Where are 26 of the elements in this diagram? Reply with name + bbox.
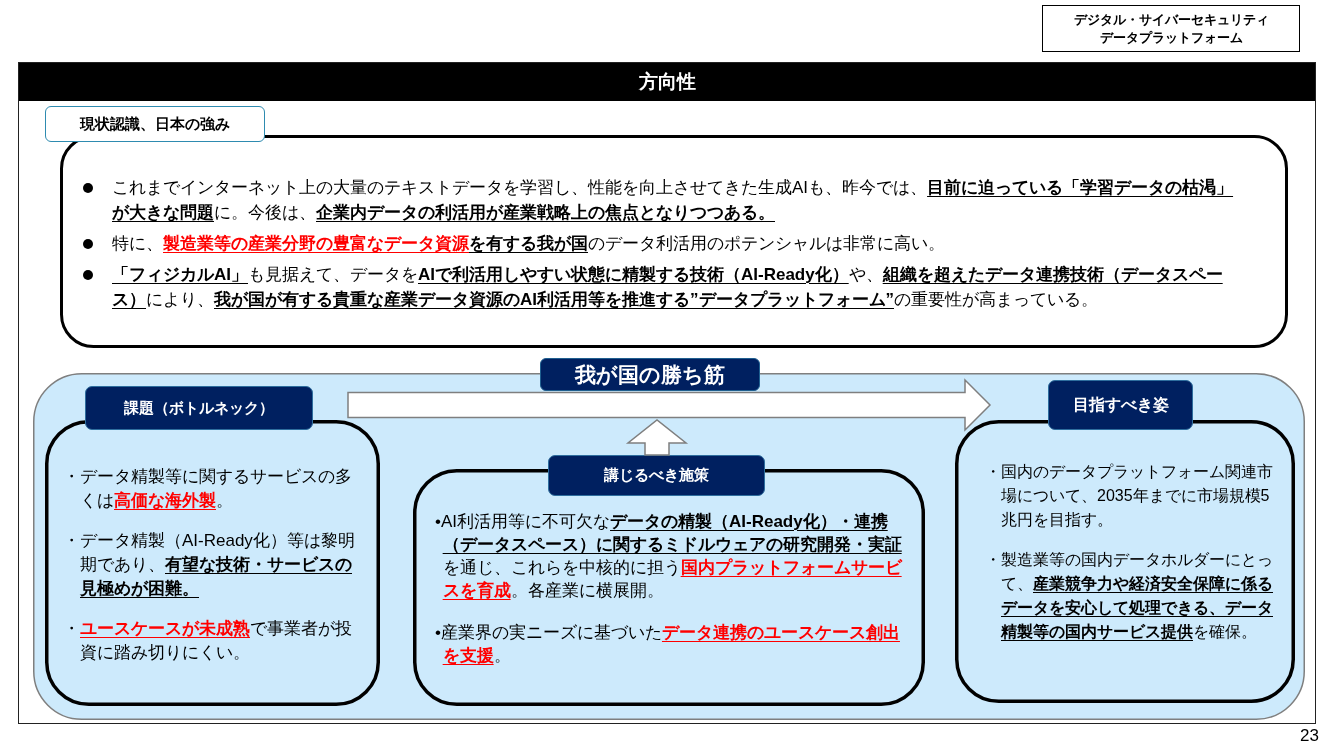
bullet-text: ・国内のデータプラットフォーム関連市場について、2035年までに市場規模5兆円を目指す。 bbox=[985, 462, 1274, 530]
block-arrow bbox=[347, 378, 992, 432]
tab-heading: 目指すべき姿 bbox=[1048, 380, 1193, 430]
header-tag: デジタル・サイバーセキュリティデータプラットフォーム bbox=[1042, 5, 1300, 52]
tab-heading: 我が国の勝ち筋 bbox=[540, 358, 760, 391]
tab-heading: 講じるべき施策 bbox=[548, 455, 765, 496]
bullet-text: ・ユースケースが未成熟で事業者が投資に踏み切りにくい。 bbox=[63, 618, 353, 664]
bullet-text: •AI利活用等に不可欠なデータの精製（AI-Ready化）・連携（データスペース）に関するミドルウェアの研究開発・実証を通じ、これらを中核的に担う国内プラットフォームサービスを育成。各産業に横展開。 bbox=[435, 511, 903, 602]
bullet-text: 「フィジカルAI」も見据えて、データをAIで利活用しやすい状態に精製する技術（AI-Ready化）や、組織を超えたデータ連携技術（データスペース）により、我が国が有する貴重な産業データ資源のAI利活用等を推進する”データプラットフォーム”の重要性が高まっている。 bbox=[112, 264, 1224, 311]
block-arrow bbox=[625, 419, 689, 456]
panel-header: 方向性 bbox=[19, 63, 1315, 101]
bullet-text: •産業界の実ニーズに基づいたデータ連携のユースケース創出を支援。 bbox=[435, 622, 901, 667]
rounded-panel bbox=[45, 106, 1288, 348]
bullet-text: ・データ精製等に関するサービスの多くは高価な海外製。 bbox=[63, 466, 353, 512]
rounded-panel bbox=[413, 455, 925, 706]
tab-heading: 現状認識、日本の強み bbox=[45, 106, 265, 142]
rounded-panel bbox=[955, 380, 1295, 703]
bullet-text: 特に、製造業等の産業分野の豊富なデータ資源を有する我が国のデータ利活用のポテンシャルは非常に高い。 bbox=[112, 233, 946, 255]
tab-heading: 課題（ボトルネック） bbox=[85, 386, 313, 430]
framed-panel bbox=[18, 62, 1316, 724]
rounded-panel bbox=[33, 358, 1305, 720]
bullet-text: ・データ精製（AI-Ready化）等は黎明期であり、有望な技術・サービスの見極めが困難。 bbox=[63, 530, 355, 600]
bullet-text: これまでインターネット上の大量のテキストデータを学習し、性能を向上させてきた生成AIも、昨今では、目前に迫っている「学習データの枯渇」が大きな問題に。今後は、企業内データの利活用が産業戦略上の焦点となりつつある。 bbox=[112, 177, 1235, 224]
bullet-text: ・製造業等の国内データホルダーにとって、産業競争力や経済安全保障に係るデータを安心して処理できる、データ精製等の国内サービス提供を確保。 bbox=[985, 550, 1274, 642]
page-number: 23 bbox=[1300, 726, 1319, 746]
rounded-panel bbox=[45, 386, 380, 706]
